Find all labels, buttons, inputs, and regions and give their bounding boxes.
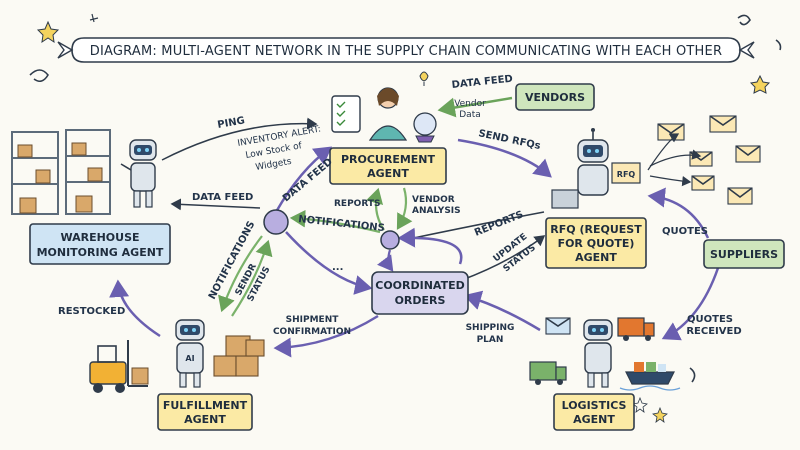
inventory-alert-line3: Widgets [255,157,293,173]
orders-loop-arrow [397,227,463,265]
warehouse-robot-icon [120,139,157,208]
shipment-confirmation-line1: SHIPMENT [286,315,340,325]
ai-tag-label: AI [185,354,194,363]
suppliers-box: SUPPLIERS [703,239,785,269]
rfq-agent-line2: FOR QUOTE) [558,237,635,250]
shipment-confirmation-arrow [273,314,379,358]
vendor-analysis-line1: VENDOR [412,195,455,205]
procurement-agent-line2: AGENT [367,167,409,180]
warehouse-agent-box: WAREHOUSE MONITORING AGENT [29,223,171,265]
logistics-robot-icon [583,319,613,388]
notifications-label: NOTIFICATIONS [298,214,386,234]
rfq-robot-icon: RFQ [551,128,641,209]
cargo-ship-icon [619,362,681,391]
data-feed-left-label: DATA FEED [192,192,253,203]
data-feed-left-arrow [170,198,261,211]
coordinated-orders-line2: ORDERS [395,294,446,307]
shipment-confirmation-line2: CONFIRMATION [273,327,351,337]
reports-top-label: REPORTS [334,199,380,209]
quotes-arrow [647,187,710,239]
procurement-agent-box: PROCUREMENT AGENT [329,147,447,185]
stacked-boxes-icon [213,335,265,377]
restocked-label: RESTOCKED [58,306,125,317]
quotes-received-arrow [661,267,720,341]
scribble-doodle-icon [737,14,782,51]
procurement-agent-line1: PROCUREMENT [341,153,436,166]
star-doodle-top-left-icon [36,20,60,44]
logistics-agent-line1: LOGISTICS [562,399,627,412]
warehouse-agent-line2: MONITORING AGENT [37,246,164,259]
quotes-received-line1: QUOTES [687,314,733,325]
star-doodle-top-right-icon [749,74,771,94]
notifications-arrow [289,209,381,234]
procurement-person-icon [331,71,437,143]
restocked-arrow [109,279,161,338]
fulfillment-agent-line2: AGENT [184,413,226,426]
vendors-label: VENDORS [525,91,585,104]
rfq-agent-line1: RFQ (REQUEST [550,223,642,236]
send-status-arrow [231,239,273,317]
vendor-analysis-line2: ANALYSIS [412,206,461,216]
send-rfqs-label: SEND RFQs [477,128,541,152]
data-feed-diag-arrow [274,146,333,213]
coordinated-orders-box: COORDINATED ORDERS [371,271,469,315]
vendor-data-arrow [437,96,513,118]
quotes-label: QUOTES [662,226,708,237]
rfq-agent-box: RFQ (REQUEST FOR QUOTE) AGENT [545,217,647,269]
forklift-icon [89,340,149,393]
swirl-doodle-icon [29,69,49,83]
coordinated-orders-line1: COORDINATED [375,279,464,292]
reports-top-arrow [366,187,385,231]
rfq-tag-label: RFQ [617,170,636,179]
fulfillment-agent-line1: FULFILLMENT [163,399,248,412]
fulfillment-robot-icon: AI [175,319,205,388]
rfq-agent-line3: AGENT [575,251,617,264]
vendor-analysis-arrow [396,187,413,230]
sparkle-doodle-icon [89,13,99,23]
suppliers-label: SUPPLIERS [710,248,778,261]
reports-right-arrow [402,211,545,245]
title-banner: DIAGRAM: MULTI-AGENT NETWORK IN THE SUPP… [57,37,755,63]
shipping-plan-arrow [463,290,541,332]
diagram-title: DIAGRAM: MULTI-AGENT NETWORK IN THE SUPP… [90,44,722,59]
shipping-plan-line1: SHIPPING [466,323,515,333]
warehouse-agent-line1: WAREHOUSE [60,231,139,244]
data-feed-top-label: DATA FEED [451,74,513,91]
vendors-box: VENDORS [515,83,595,111]
vendor-data-line1: Vendor [454,99,486,109]
quotes-received-line2: RECEIVED [686,326,741,337]
delivery-truck-top-icon [617,317,655,341]
send-rfqs-arrow [457,138,552,178]
shipping-plan-line2: PLAN [477,335,504,345]
update-status-arrow [461,235,546,281]
center-to-orders-arrow [377,249,394,272]
delivery-truck-bottom-icon [529,361,567,385]
ping-arrow [161,117,318,161]
vendor-data-line2: Data [459,110,481,120]
warehouse-shelves-icon [11,129,111,215]
ping-label: PING [217,115,246,131]
ellipsis-label: ... [332,262,343,273]
fulfillment-agent-box: FULFILLMENT AGENT [157,393,253,431]
left-hub-node [263,209,289,235]
rfq-envelopes-icon [647,115,761,205]
logistics-agent-line2: AGENT [573,413,615,426]
center-hub-node [380,230,400,250]
mail-envelope-icon [545,317,571,335]
logistics-agent-box: LOGISTICS AGENT [553,393,635,431]
hub-to-orders-arrow [285,231,373,295]
